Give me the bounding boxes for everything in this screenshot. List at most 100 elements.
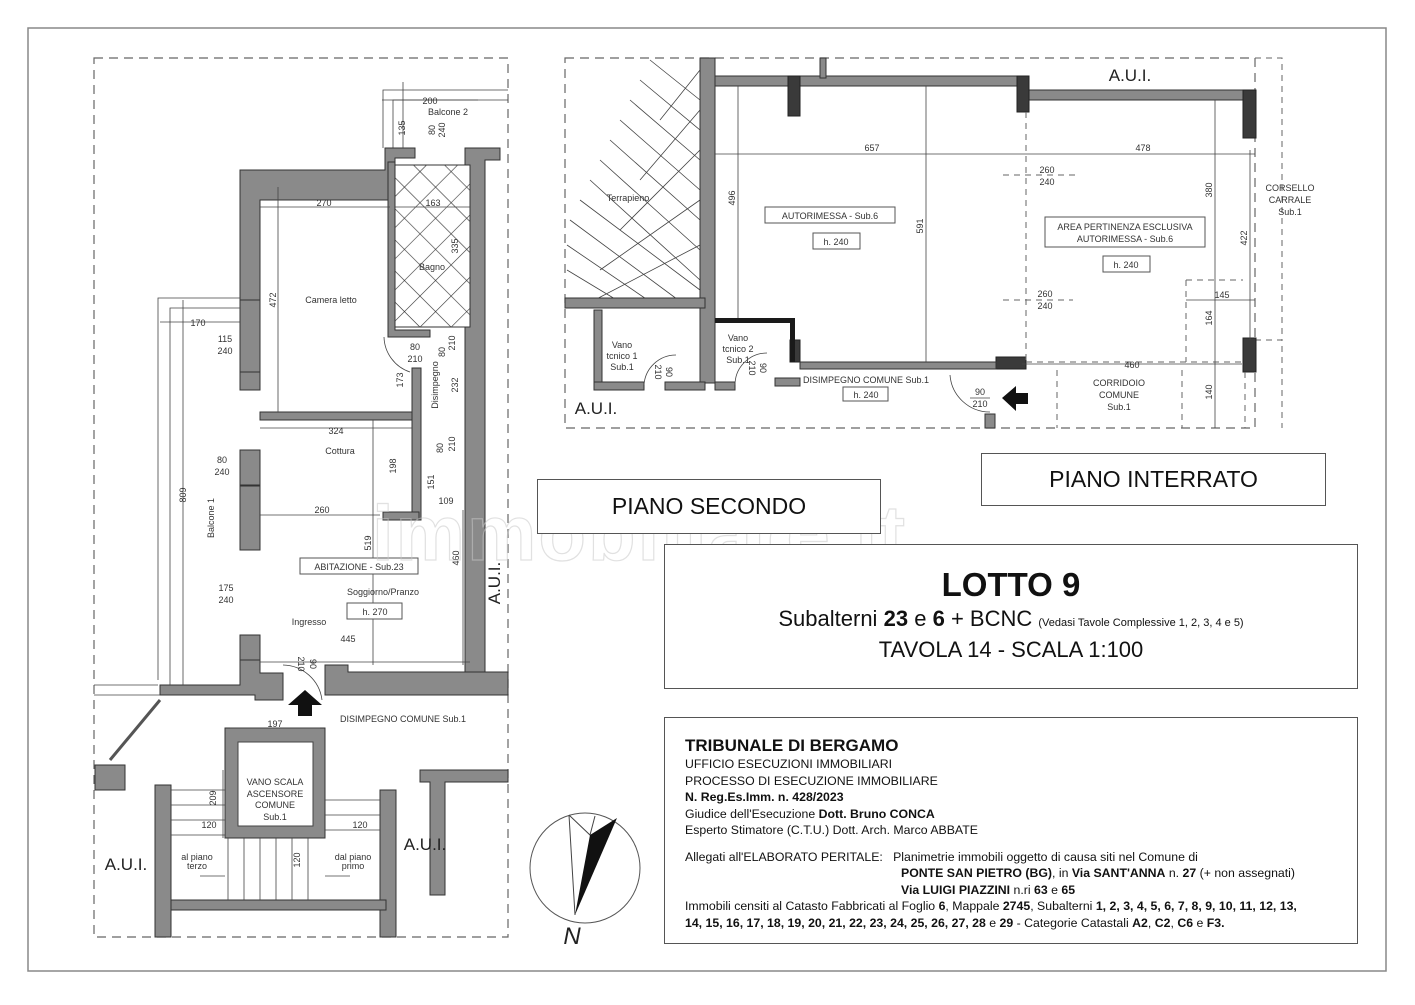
dim-label: 478 (1135, 143, 1150, 153)
category: C2 (1154, 915, 1171, 930)
room-label-vano-tecnico-1: tcnico 1 (606, 351, 637, 361)
room-label-vano-tecnico-1: Sub.1 (610, 362, 634, 372)
text-fragment: e (1196, 915, 1204, 930)
plan-piano-secondo: 200 Balcone 2 135 80 240 270 163 335 Bag… (93, 57, 509, 938)
dim-label: 240 (214, 467, 229, 477)
registry-number: N. Reg.Es.Imm. n. 428/2023 (685, 790, 844, 804)
aui-label: A.U.I. (1109, 66, 1152, 85)
dim-label: 80 (437, 347, 447, 357)
dim-label: 200 (422, 96, 437, 106)
allegati-label: Allegati all'ELABORATO PERITALE: (685, 849, 883, 864)
stair-label: dal piano (335, 852, 372, 862)
text-fragment: Immobili censiti al Catasto Fabbricati a… (685, 899, 936, 913)
catasto-line: Immobili censiti al Catasto Fabbricati a… (685, 898, 1347, 915)
aui-label: A.U.I. (404, 835, 447, 854)
subalterni-list: 1, 2, 3, 4, 5, 6, 7, 8, 9, 10, 11, 12, 1… (1095, 899, 1297, 913)
room-label-vano-tecnico-2: Vano (728, 333, 748, 343)
room-label-bagno: Bagno (419, 262, 445, 272)
allegati-line: Allegati all'ELABORATO PERITALE: Planime… (685, 849, 1347, 866)
dim-label: 240 (218, 595, 233, 605)
address-line-2: Via LUIGI PIAZZINI n.ri 63 e 65 (685, 882, 1347, 899)
text-fragment: , Mappale (945, 899, 1000, 913)
judge-line: Giudice dell'Esecuzione Dott. Bruno CONC… (685, 806, 1347, 823)
dim-label: 657 (864, 143, 879, 153)
dim-label: 210 (447, 436, 457, 451)
street-number: 63 (1034, 882, 1048, 897)
room-label-corsello: CARRALE (1269, 195, 1312, 205)
room-label-corridoio-comune: COMUNE (1099, 390, 1139, 400)
room-label-autorimessa: AUTORIMESSA - Sub.6 (782, 211, 878, 221)
dim-label: 240 (1037, 301, 1052, 311)
room-label-vano-scala: COMUNE (255, 800, 295, 810)
height-label: h. 240 (1113, 260, 1138, 270)
room-label-vano-tecnico-2: Sub.1 (726, 355, 750, 365)
sub-number: 6 (932, 606, 945, 631)
text-fragment: (+ non assegnati) (1199, 866, 1295, 880)
unit-label-abitazione: ABITAZIONE - Sub.23 (314, 562, 403, 572)
dim-label: 591 (915, 218, 925, 233)
dim-label: 240 (1039, 177, 1054, 187)
dim-label: 210 (653, 364, 663, 379)
dim-label: 210 (407, 354, 422, 364)
dim-label: 260 (1039, 165, 1054, 175)
height-label: h. 240 (823, 237, 848, 247)
allegati-text: Planimetrie immobili oggetto di causa si… (893, 849, 1198, 864)
aui-label: A.U.I. (485, 562, 504, 605)
dim-label: 90 (758, 363, 768, 373)
text-fragment: , Subalterni (1030, 899, 1093, 913)
entrance-arrow-icon (288, 690, 322, 716)
dim-label: 80 (410, 342, 420, 352)
room-label-cottura: Cottura (325, 446, 355, 456)
subalterni-list: 29 (999, 915, 1014, 930)
room-label-corsello: Sub.1 (1278, 207, 1302, 217)
room-label-balcone-1: Balcone 1 (206, 498, 216, 538)
room-label-vano-tecnico-2: tcnico 2 (722, 344, 753, 354)
text-fragment: , in (1052, 866, 1069, 880)
street-number: 27 (1182, 866, 1197, 880)
dim-label: 232 (450, 377, 460, 392)
dim-label: 80 (217, 455, 227, 465)
dim-label: 197 (267, 719, 282, 729)
floor-label-piano-secondo: PIANO SECONDO (537, 479, 881, 534)
room-label-vano-scala: Sub.1 (263, 812, 287, 822)
dim-label: 90 (664, 367, 674, 377)
dim-label: 175 (218, 583, 233, 593)
dim-label: 270 (316, 198, 331, 208)
floor-label-text: PIANO INTERRATO (1049, 466, 1258, 492)
dim-label: 240 (217, 346, 232, 356)
dim-label: 260 (314, 505, 329, 515)
sub-conj: e (914, 606, 927, 631)
dim-label: 164 (1204, 310, 1214, 325)
sub-note: (Vedasi Tavole Complessive 1, 2, 3, 4 e … (1038, 617, 1244, 629)
street-1: Via SANT'ANNA (1071, 866, 1166, 880)
dim-label: 80 (427, 125, 437, 135)
catasto-line-2: 14, 15, 16, 17, 18, 19, 20, 21, 22, 23, … (685, 915, 1225, 930)
room-label-camera-letto: Camera letto (305, 295, 357, 305)
dim-label: 120 (352, 820, 367, 830)
dim-label: 445 (340, 634, 355, 644)
dim-label: 163 (425, 198, 440, 208)
room-label-disimpegno-comune: DISIMPEGNO COMUNE Sub.1 (803, 375, 929, 385)
room-label-vano-tecnico-1: Vano (612, 340, 632, 350)
dim-label: 210 (296, 656, 306, 671)
text-fragment: e (989, 915, 997, 930)
dim-label: 170 (190, 318, 205, 328)
dim-label: 380 (1204, 182, 1214, 197)
dim-label: 115 (218, 334, 232, 344)
dim-label: 324 (328, 426, 343, 436)
dim-label: 151 (426, 474, 436, 489)
room-label-vano-scala: VANO SCALA (247, 777, 304, 787)
dim-label: 209 (208, 790, 218, 805)
height-label: h. 270 (362, 607, 387, 617)
dim-label: 519 (363, 535, 373, 550)
lot-boundary-left (93, 57, 509, 938)
room-label-disimpegno-comune: DISIMPEGNO COMUNE Sub.1 (340, 714, 466, 724)
height-label: h. 240 (853, 390, 878, 400)
room-label-balcone-2: Balcone 2 (428, 107, 468, 117)
office-line: UFFICIO ESECUZIONI IMMOBILIARI (685, 757, 893, 771)
dim-label: 260 (1037, 289, 1052, 299)
lot-boundary-right (564, 57, 1256, 429)
dim-label: 210 (447, 335, 457, 350)
room-label-disimpegno: Disimpegno (430, 361, 440, 409)
court-info-block: TRIBUNALE DI BERGAMO UFFICIO ESECUZIONI … (664, 717, 1358, 944)
